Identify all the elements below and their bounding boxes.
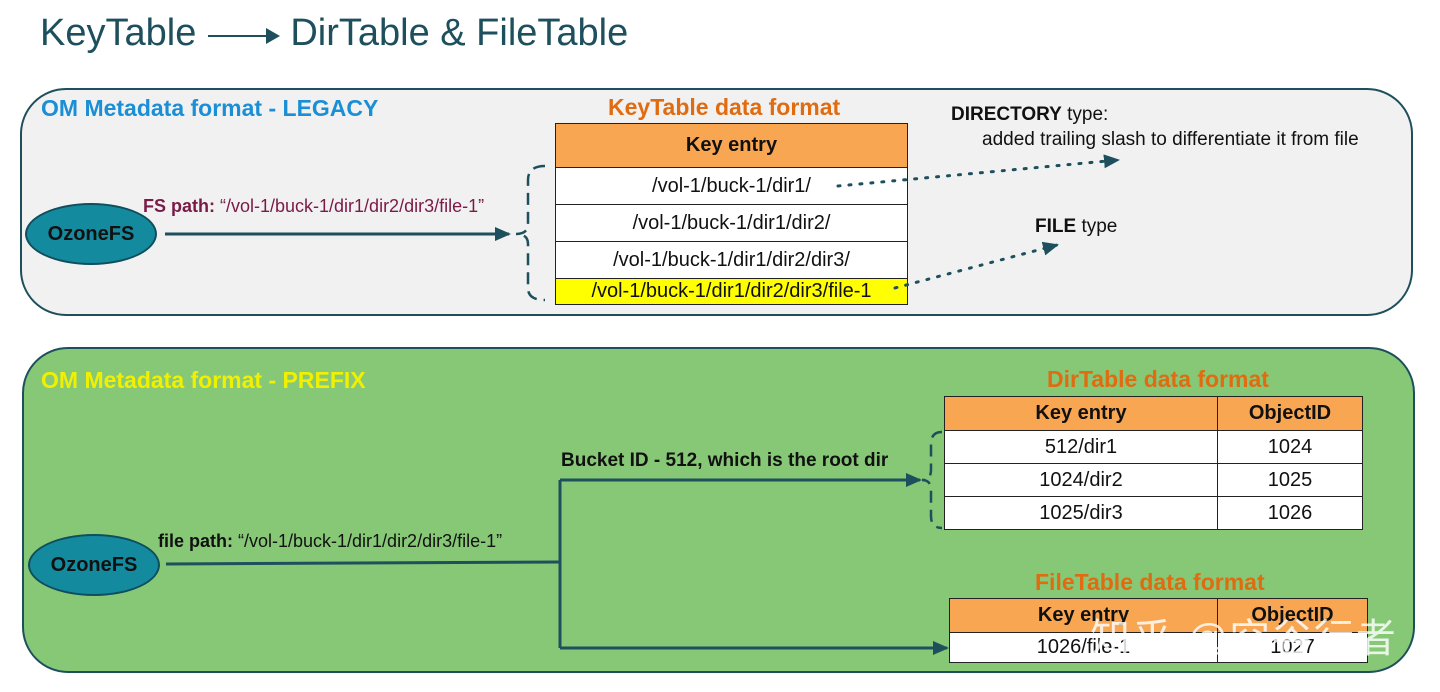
bucket-id-note: Bucket ID - 512, which is the root dir [561,450,889,471]
directory-type-label: DIRECTORY type: [951,104,1108,126]
keytable-cell: /vol-1/buck-1/dir1/dir2/ [555,204,908,242]
dirtable-header-row: Key entry ObjectID [944,396,1363,431]
dirtable-cell: 1024 [1217,430,1363,464]
prefix-ozonefs-label: OzoneFS [50,553,138,576]
dirtable-cell: 1025 [1217,463,1363,497]
dirtable-cell: 1026 [1217,496,1363,530]
legacy-panel-label: OM Metadata format - LEGACY [41,95,379,121]
filetable-table: Key entry ObjectID 1026/file-1 1027 [949,598,1368,663]
filetable-header-objectid: ObjectID [1217,598,1368,633]
filetable-cell: 1026/file-1 [949,632,1218,663]
prefix-file-path-prefix: file path: [158,531,233,551]
title-keytable: KeyTable [40,12,197,54]
table-row: /vol-1/buck-1/dir1/dir2/dir3/ [555,241,908,279]
keytable-header-key-entry: Key entry [555,123,908,168]
file-type-rest: type [1076,216,1118,237]
table-row: 1025/dir3 1026 [944,496,1363,530]
directory-type-rest: type: [1061,104,1109,125]
table-row: 1024/dir2 1025 [944,463,1363,497]
directory-type-bold: DIRECTORY [951,104,1062,125]
legacy-fs-path-value: “/vol-1/buck-1/dir1/dir2/dir3/file-1” [215,196,485,216]
table-row: 512/dir1 1024 [944,430,1363,464]
prefix-file-path: file path: “/vol-1/buck-1/dir1/dir2/dir3… [158,531,502,552]
dirtable-title: DirTable data format [1047,366,1269,392]
dirtable-table: Key entry ObjectID 512/dir1 1024 1024/di… [944,396,1363,530]
table-row: /vol-1/buck-1/dir1/dir2/ [555,204,908,242]
file-type-bold: FILE [1035,216,1077,237]
dirtable-cell: 512/dir1 [944,430,1218,464]
legacy-ozonefs-label: OzoneFS [47,222,135,245]
prefix-ozonefs-node: OzoneFS [28,534,160,596]
file-type-label: FILE type [1035,216,1117,238]
keytable-header-row: Key entry [555,123,908,168]
prefix-panel-label: OM Metadata format - PREFIX [41,367,366,393]
legacy-ozonefs-node: OzoneFS [25,203,157,265]
dirtable-header-objectid: ObjectID [1217,396,1363,431]
legacy-fs-path: FS path: “/vol-1/buck-1/dir1/dir2/dir3/f… [143,196,484,217]
keytable-cell: /vol-1/buck-1/dir1/ [555,167,908,205]
keytable-title: KeyTable data format [608,94,841,120]
filetable-cell: 1027 [1217,632,1368,663]
keytable-cell-file: /vol-1/buck-1/dir1/dir2/dir3/file-1 [555,278,908,305]
directory-type-note: added trailing slash to differentiate it… [982,129,1359,150]
table-row-highlighted: /vol-1/buck-1/dir1/dir2/dir3/file-1 [555,278,908,305]
dirtable-cell: 1025/dir3 [944,496,1218,530]
filetable-title: FileTable data format [1035,569,1265,595]
table-row: 1026/file-1 1027 [949,632,1368,663]
table-row: /vol-1/buck-1/dir1/ [555,167,908,205]
prefix-file-path-value: “/vol-1/buck-1/dir1/dir2/dir3/file-1” [233,531,503,551]
keytable-table: Key entry /vol-1/buck-1/dir1/ /vol-1/buc… [555,123,908,305]
watermark: 知乎 @空谷行者 [1090,617,1398,661]
title-arrow-icon [208,27,281,44]
keytable-cell: /vol-1/buck-1/dir1/dir2/dir3/ [555,241,908,279]
title-dir-file-table: DirTable & FileTable [290,12,629,54]
dirtable-header-key-entry: Key entry [944,396,1218,431]
dirtable-cell: 1024/dir2 [944,463,1218,497]
page-title: KeyTable DirTable & FileTable [40,12,628,55]
legacy-fs-path-prefix: FS path: [143,196,215,216]
